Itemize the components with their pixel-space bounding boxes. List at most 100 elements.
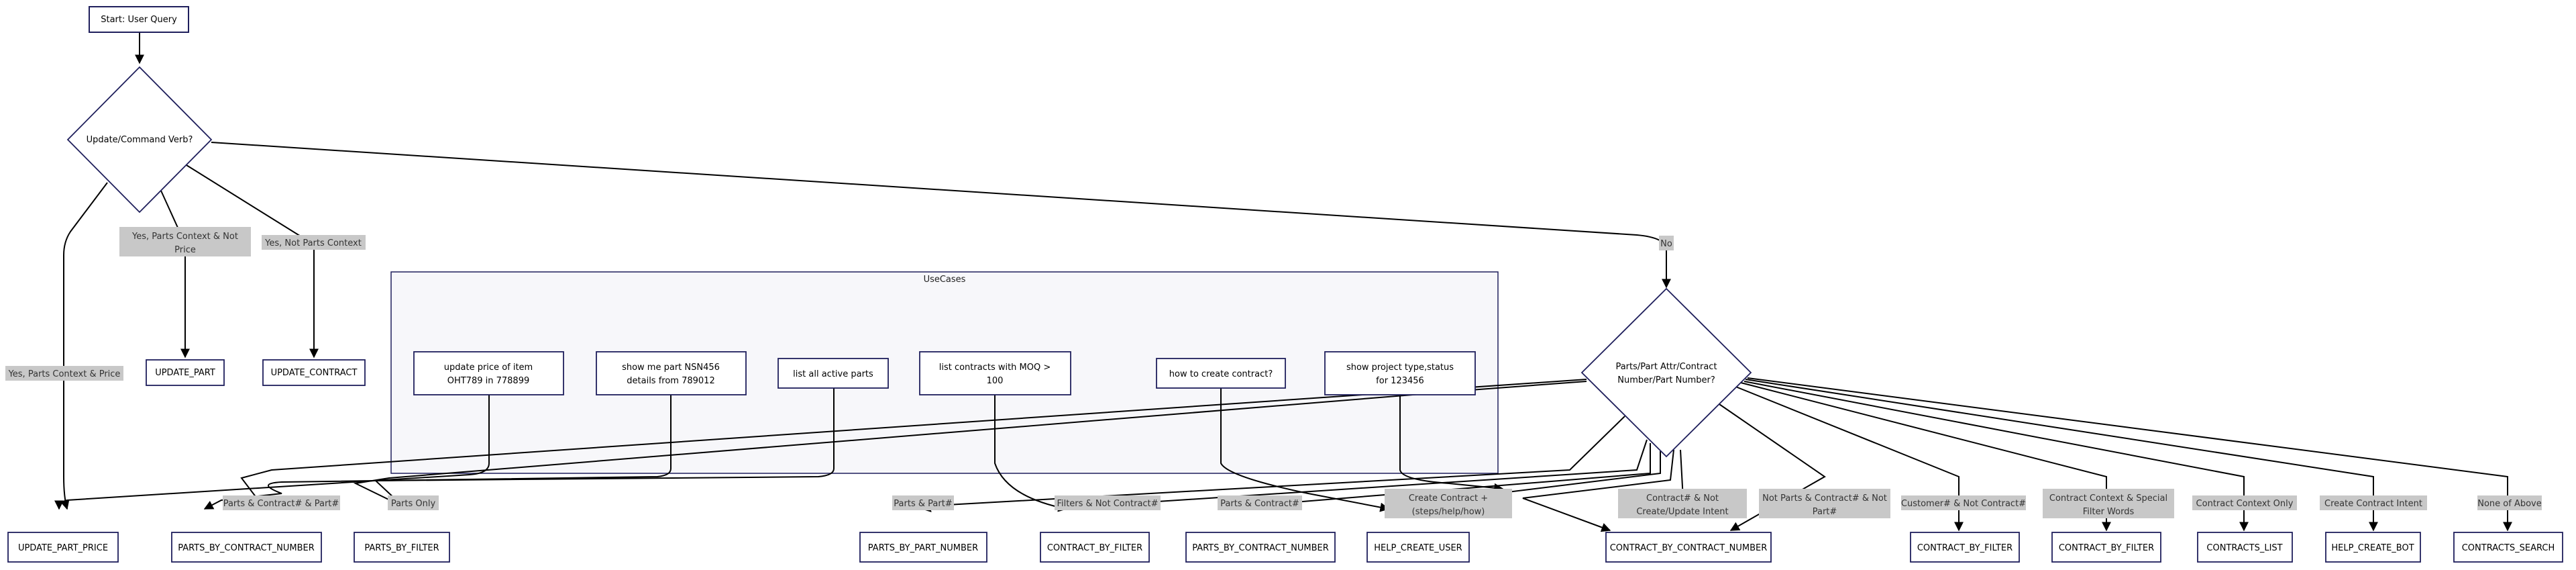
- node-contract-by-contract-number[interactable]: CONTRACT_BY_CONTRACT_NUMBER: [1605, 532, 1772, 563]
- usecase-6[interactable]: show project type,status for 123456: [1324, 351, 1476, 395]
- edge-label-none-of-above-text: None of Above: [2477, 499, 2542, 509]
- edge-label-yes-parts-price: Yes, Parts Context & Price: [5, 366, 123, 381]
- usecase-4-line-1: list contracts with MOQ >: [939, 363, 1051, 373]
- parts-by-contract-number-2-label: PARTS_BY_CONTRACT_NUMBER: [1192, 543, 1329, 553]
- edge-label-parts-contract: Parts & Contract#: [1218, 495, 1302, 510]
- node-contract-by-filter-1[interactable]: CONTRACT_BY_FILTER: [1040, 532, 1150, 563]
- node-update-verb[interactable]: Update/Command Verb?: [66, 66, 213, 213]
- edge-label-create-contract-intent-text: Create Contract Intent: [2324, 499, 2422, 509]
- edge-pd-to-parts-only: [353, 381, 1587, 510]
- usecase-1[interactable]: update price of item OHT789 in 778899: [413, 351, 564, 395]
- contract-by-filter-2-label: CONTRACT_BY_FILTER: [1917, 543, 2012, 553]
- edge-label-create-contract: Create Contract + (steps/help/how): [1385, 489, 1512, 518]
- node-help-create-bot[interactable]: HELP_CREATE_BOT: [2325, 532, 2421, 563]
- edge-label-parts-contract-part: Parts & Contract# & Part#: [223, 495, 340, 510]
- parts-diamond-label-1: Parts/Part Attr/Contract: [1615, 362, 1717, 372]
- edge-label-contract-not-create-line-2: Create/Update Intent: [1636, 507, 1728, 517]
- usecase-4[interactable]: list contracts with MOQ > 100: [919, 351, 1071, 395]
- edge-label-parts-part-text: Parts & Part#: [894, 499, 952, 509]
- edge-verb-to-update-part: [160, 190, 190, 359]
- node-parts-by-filter[interactable]: PARTS_BY_FILTER: [354, 532, 450, 563]
- contract-by-filter-1-label: CONTRACT_BY_FILTER: [1047, 543, 1142, 553]
- node-contract-by-filter-2[interactable]: CONTRACT_BY_FILTER: [1910, 532, 2020, 563]
- update-verb-label: Update/Command Verb?: [87, 135, 193, 145]
- node-contract-by-filter-3[interactable]: CONTRACT_BY_FILTER: [2051, 532, 2161, 563]
- node-update-contract[interactable]: UPDATE_CONTRACT: [262, 359, 366, 386]
- parts-diamond-label-2: Number/Part Number?: [1617, 375, 1715, 385]
- edge-label-contract-context-filter-line-1: Contract Context & Special: [2049, 493, 2167, 504]
- node-parts-by-part-number[interactable]: PARTS_BY_PART_NUMBER: [859, 532, 987, 563]
- contract-by-contract-number-label: CONTRACT_BY_CONTRACT_NUMBER: [1610, 543, 1768, 553]
- edge-label-yes-parts-not-price-line-1: Yes, Parts Context & Not: [131, 232, 238, 242]
- node-update-part-price[interactable]: UPDATE_PART_PRICE: [7, 532, 119, 563]
- edge-label-yes-parts-price-text: Yes, Parts Context & Price: [8, 369, 121, 379]
- edge-label-not-parts-contract-part: Not Parts & Contract# & Not Part#: [1759, 489, 1890, 518]
- edge-label-create-contract-line-2: (steps/help/how): [1412, 507, 1485, 517]
- edge-label-yes-parts-not-price-line-2: Price: [174, 245, 196, 255]
- edge-verb-to-parts-diamond: [211, 142, 1671, 289]
- edge-verb-to-update-part-price: [60, 182, 108, 510]
- node-contracts-list[interactable]: CONTRACTS_LIST: [2197, 532, 2293, 563]
- edge-label-contract-context-only-text: Contract Context Only: [2196, 499, 2294, 509]
- update-contract-label: UPDATE_CONTRACT: [271, 368, 358, 378]
- edge-pd-to-contract-by-contract-number-a: [1522, 449, 1674, 532]
- edge-label-contract-not-create: Contract# & Not Create/Update Intent: [1618, 489, 1747, 518]
- node-start[interactable]: Start: User Query: [89, 6, 189, 33]
- usecase-1-line-1: update price of item: [444, 363, 533, 373]
- edge-label-not-parts-contract-part-line-1: Not Parts & Contract# & Not: [1762, 493, 1887, 504]
- edge-label-parts-only: Parts Only: [388, 495, 439, 510]
- node-help-create-user[interactable]: HELP_CREATE_USER: [1366, 532, 1470, 563]
- edge-label-no-text: No: [1660, 239, 1672, 249]
- edge-pd-to-contracts-list: [1743, 381, 2249, 532]
- usecase-3[interactable]: list all active parts: [777, 358, 889, 389]
- edge-label-parts-contract-part-text: Parts & Contract# & Part#: [223, 499, 339, 509]
- edge-label-contract-context-only: Contract Context Only: [2192, 495, 2297, 510]
- update-part-price-label: UPDATE_PART_PRICE: [18, 543, 108, 553]
- edge-pd-to-filters-not-contract: [1106, 439, 1648, 510]
- edge-label-contract-context-filter: Contract Context & Special Filter Words: [2043, 489, 2174, 518]
- node-parts-by-contract-number[interactable]: PARTS_BY_CONTRACT_NUMBER: [171, 532, 322, 563]
- edge-label-contract-not-create-line-1: Contract# & Not: [1646, 493, 1719, 504]
- edge-label-filters-not-contract: Filters & Not Contract#: [1055, 495, 1161, 510]
- parts-by-part-number-label: PARTS_BY_PART_NUMBER: [868, 543, 978, 553]
- edge-label-yes-not-parts: Yes, Not Parts Context: [262, 235, 366, 250]
- start-label: Start: User Query: [101, 15, 177, 25]
- edge-label-no: No: [1659, 236, 1674, 250]
- usecase-4-line-2: 100: [987, 376, 1004, 386]
- edge-pd-to-parts-contract-part: [240, 379, 1587, 510]
- edge-label-create-contract-line-1: Create Contract +: [1409, 493, 1488, 504]
- edge-label-not-parts-contract-part-line-2: Part#: [1813, 507, 1837, 517]
- usecase-1-line-2: OHT789 in 778899: [447, 376, 530, 386]
- usecase-6-line-2: for 123456: [1376, 376, 1424, 386]
- edge-label-customer-not-contract-text: Customer# & Not Contract#: [1901, 499, 2026, 509]
- node-parts-diamond[interactable]: Parts/Part Attr/Contract Number/Part Num…: [1580, 287, 1752, 458]
- help-create-bot-label: HELP_CREATE_BOT: [2331, 543, 2414, 553]
- usecases-title: UseCases: [924, 275, 966, 285]
- node-parts-by-contract-number-2[interactable]: PARTS_BY_CONTRACT_NUMBER: [1185, 532, 1336, 563]
- edge-usecase-1: [54, 394, 490, 510]
- usecase-2-line-1: show me part NSN456: [622, 363, 720, 373]
- usecase-2[interactable]: show me part NSN456 details from 789012: [596, 351, 747, 395]
- node-contracts-search[interactable]: CONTRACTS_SEARCH: [2453, 532, 2563, 563]
- edge-label-none-of-above: None of Above: [2477, 495, 2542, 510]
- usecase-6-line-1: show project type,status: [1346, 363, 1454, 373]
- edge-label-parts-part: Parts & Part#: [892, 495, 954, 510]
- usecase-3-line-1: list all active parts: [793, 369, 873, 379]
- edges: [54, 31, 2512, 532]
- node-update-part[interactable]: UPDATE_PART: [146, 359, 225, 386]
- edge-usecase-3: [374, 388, 835, 510]
- usecase-2-line-2: details from 789012: [627, 376, 714, 386]
- edge-verb-to-update-contract: [186, 164, 319, 359]
- parts-by-filter-label: PARTS_BY_FILTER: [364, 543, 439, 553]
- contracts-list-label: CONTRACTS_LIST: [2206, 543, 2282, 553]
- edge-label-yes-not-parts-text: Yes, Not Parts Context: [264, 238, 362, 248]
- usecase-5[interactable]: how to create contract?: [1156, 358, 1286, 389]
- edge-label-customer-not-contract: Customer# & Not Contract#: [1901, 495, 2026, 510]
- usecase-5-line-1: how to create contract?: [1169, 369, 1273, 379]
- edge-usecase-2: [203, 394, 672, 510]
- edge-label-filters-not-contract-text: Filters & Not Contract#: [1057, 499, 1158, 509]
- update-part-label: UPDATE_PART: [155, 368, 215, 378]
- edge-pd-to-contract-by-filter-2: [1733, 385, 1964, 532]
- edge-label-parts-only-text: Parts Only: [391, 499, 436, 509]
